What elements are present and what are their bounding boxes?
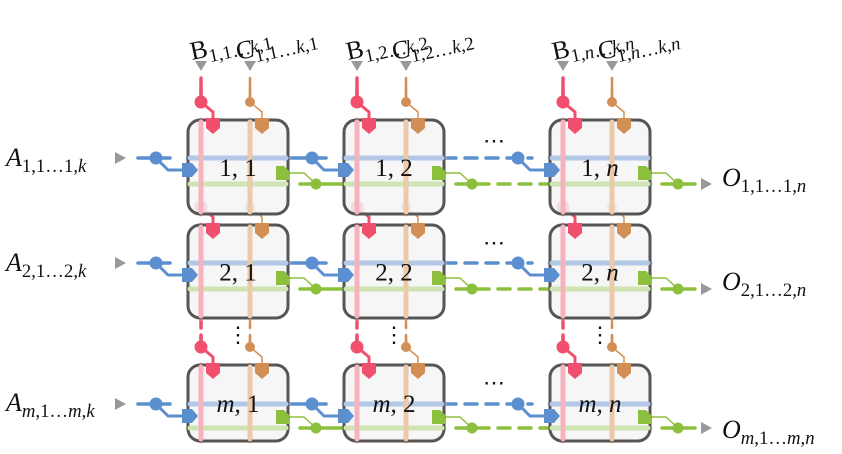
a-branch <box>154 402 190 418</box>
c-branch <box>405 346 419 366</box>
cell-label: 2, 1 <box>219 260 257 287</box>
o-output-port-icon <box>638 166 651 180</box>
a-branch <box>154 156 190 172</box>
o-output-label: O2,1…2,n <box>722 267 806 301</box>
b-input-port-icon <box>568 363 582 379</box>
o-output-port-icon <box>276 166 289 180</box>
a-input-port-icon <box>182 409 198 423</box>
c-input-arrow-icon <box>244 61 256 71</box>
a-input-port-icon <box>544 163 560 177</box>
o-output-arrow-icon <box>701 283 712 295</box>
c-input-label: C1,1…k,1 <box>233 20 320 70</box>
cell-label: 1, n <box>581 155 619 182</box>
c-input-port-icon <box>255 223 269 239</box>
a-branch <box>310 261 346 277</box>
c-branch <box>249 346 263 366</box>
c-input-port-icon <box>411 223 425 239</box>
cell-label: m, 2 <box>372 391 415 418</box>
b-input-port-icon <box>362 223 376 239</box>
cell-label: 1, 2 <box>375 155 413 182</box>
b-input-label: B1,2…k,2 <box>343 20 430 70</box>
c-input-port-icon <box>617 118 631 134</box>
c-branch <box>249 101 263 121</box>
vertical-ellipsis: ⋮ <box>383 322 405 347</box>
c-input-arrow-icon <box>400 61 412 71</box>
c-input-label: C1,2…k,2 <box>389 20 476 70</box>
a-branch <box>310 402 346 418</box>
c-input-port-icon <box>617 223 631 239</box>
o-output-label: O1,1…1,n <box>722 163 806 197</box>
horizontal-ellipsis: ⋯ <box>483 230 505 255</box>
o-output-port-icon <box>432 271 445 285</box>
a-input-port-icon <box>182 268 198 282</box>
b-branch <box>355 345 371 367</box>
c-input-port-icon <box>617 363 631 379</box>
a-input-label: Am,1…m,k <box>4 388 95 422</box>
o-output-port-icon <box>276 410 289 424</box>
b-branch <box>199 100 215 122</box>
b-input-label: B1,n…k,n <box>549 20 636 70</box>
a-input-port-icon <box>182 163 198 177</box>
a-input-arrow-icon <box>115 152 126 164</box>
c-branch <box>405 101 419 121</box>
c-branch <box>611 101 625 121</box>
o-output-port-icon <box>638 271 651 285</box>
b-input-label: B1,1…k,1 <box>187 20 274 70</box>
b-input-port-icon <box>568 118 582 134</box>
a-input-arrow-icon <box>115 257 126 269</box>
vertical-ellipsis: ⋮ <box>227 322 249 347</box>
o-output-arrow-icon <box>701 422 712 434</box>
b-branch <box>561 100 577 122</box>
a-branch <box>310 156 346 172</box>
a-branch <box>516 402 552 418</box>
b-input-port-icon <box>206 363 220 379</box>
c-input-arrow-icon <box>606 61 618 71</box>
b-branch <box>355 100 371 122</box>
cell-label: m, n <box>578 391 621 418</box>
a-branch <box>516 156 552 172</box>
cell-label: 1, 1 <box>219 155 257 182</box>
o-output-port-icon <box>432 410 445 424</box>
cell-label: m, 1 <box>216 391 259 418</box>
b-input-arrow-icon <box>351 61 363 71</box>
c-input-port-icon <box>255 118 269 134</box>
b-input-port-icon <box>206 223 220 239</box>
cell-label: 2, n <box>581 260 619 287</box>
c-input-label: C1,n…k,n <box>595 20 682 70</box>
a-input-label: A1,1…1,k <box>4 143 87 177</box>
a-branch <box>154 261 190 277</box>
b-input-port-icon <box>206 118 220 134</box>
a-input-arrow-icon <box>115 398 126 410</box>
c-branch <box>611 346 625 366</box>
b-input-arrow-icon <box>557 61 569 71</box>
b-branch <box>561 345 577 367</box>
a-input-port-icon <box>544 409 560 423</box>
b-branch <box>199 345 215 367</box>
b-input-port-icon <box>568 223 582 239</box>
o-output-arrow-icon <box>701 178 712 190</box>
b-input-port-icon <box>362 118 376 134</box>
c-input-port-icon <box>411 118 425 134</box>
c-input-port-icon <box>255 363 269 379</box>
cell-label: 2, 2 <box>375 260 413 287</box>
horizontal-ellipsis: ⋯ <box>483 128 505 153</box>
o-output-port-icon <box>638 410 651 424</box>
horizontal-ellipsis: ⋯ <box>483 370 505 395</box>
vertical-ellipsis: ⋮ <box>589 322 611 347</box>
a-input-label: A2,1…2,k <box>4 248 87 282</box>
o-output-port-icon <box>276 271 289 285</box>
a-input-port-icon <box>338 163 354 177</box>
o-output-label: Om,1…m,n <box>722 415 815 449</box>
a-input-port-icon <box>338 268 354 282</box>
b-input-arrow-icon <box>195 61 207 71</box>
b-input-port-icon <box>362 363 376 379</box>
a-branch <box>516 261 552 277</box>
o-output-port-icon <box>432 166 445 180</box>
c-input-port-icon <box>411 363 425 379</box>
a-input-port-icon <box>338 409 354 423</box>
a-input-port-icon <box>544 268 560 282</box>
